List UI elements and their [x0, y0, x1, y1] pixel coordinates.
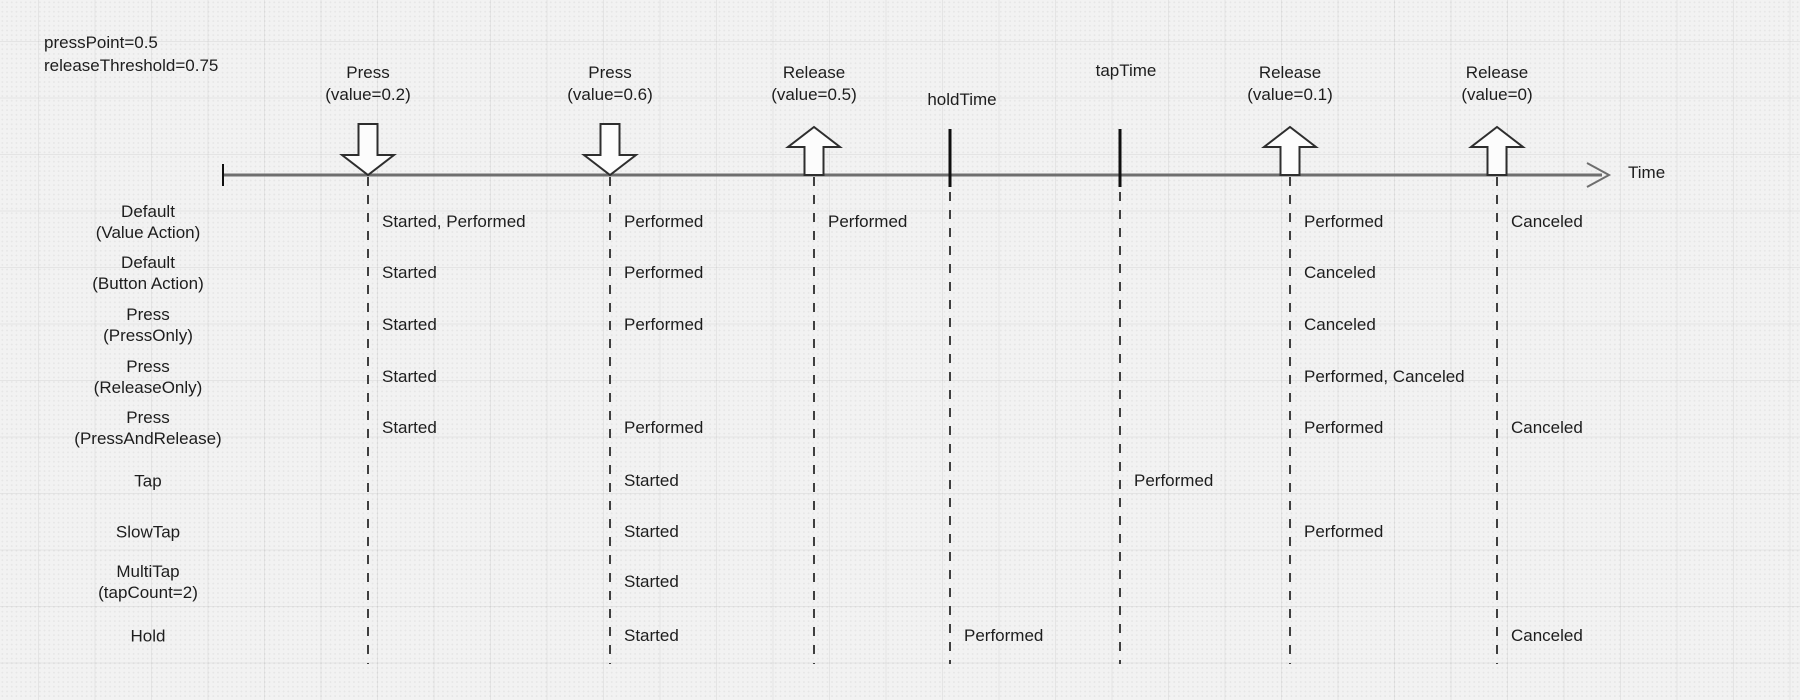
event-label-press-0-2-row-1: Started [382, 263, 437, 282]
release-up-arrow-icon-release-0 [1468, 125, 1526, 176]
event-label-release-0-1-row-0: Performed [1304, 212, 1384, 231]
event-label-tap-time-row-5: Performed [1134, 471, 1214, 490]
column-label-line: holdTime [927, 90, 997, 109]
column-label-press-0-2: Press (value=0.2) [325, 62, 411, 106]
column-label-line: Release [782, 63, 846, 82]
row-label-4: Press (PressAndRelease) [74, 407, 221, 449]
parameter-annotation: pressPoint=0.5 releaseThreshold=0.75 [44, 31, 218, 77]
event-label-release-0-row-8: Canceled [1511, 626, 1583, 645]
row-label-line: (PressOnly) [103, 326, 193, 345]
press-down-arrow-icon-press-0-2 [339, 123, 397, 177]
row-label-line: MultiTap [116, 562, 180, 581]
event-label-release-0-row-0: Canceled [1511, 212, 1583, 231]
event-label-press-0-6-row-5: Started [624, 471, 679, 490]
row-label-line: (PressAndRelease) [74, 429, 222, 448]
press-point-parameter: pressPoint=0.5 [44, 33, 158, 52]
release-up-arrow-icon-release-0-5 [785, 125, 843, 176]
row-label-line: Press [126, 408, 170, 427]
row-label-0: Default (Value Action) [96, 201, 201, 243]
row-label-line: SlowTap [115, 522, 181, 542]
event-label-press-0-2-row-3: Started [382, 367, 437, 386]
event-label-press-0-6-row-6: Started [624, 522, 679, 541]
event-label-press-0-2-row-2: Started [382, 315, 437, 334]
row-label-line: (ReleaseOnly) [93, 378, 203, 397]
row-label-2: Press (PressOnly) [103, 304, 193, 346]
row-label-1: Default (Button Action) [92, 252, 204, 294]
column-label-line: (value=0.2) [325, 85, 411, 104]
release-up-arrow-icon-release-0-1 [1261, 125, 1319, 176]
time-axis-arrowhead-icon [1586, 162, 1612, 188]
column-label-line: (value=0.6) [567, 85, 653, 104]
event-label-release-0-5-row-0: Performed [828, 212, 908, 231]
event-label-press-0-6-row-4: Performed [624, 418, 704, 437]
row-label-line: Press [126, 357, 170, 376]
column-label-release-0-5: Release (value=0.5) [771, 62, 857, 106]
row-label-3: Press (ReleaseOnly) [94, 356, 203, 398]
column-label-release-0: Release (value=0) [1461, 62, 1532, 106]
event-label-release-0-1-row-1: Canceled [1304, 263, 1376, 282]
press-down-arrow-icon-press-0-6 [581, 123, 639, 177]
row-label-line: (Value Action) [95, 223, 201, 242]
row-label-7: MultiTap (tapCount=2) [98, 561, 198, 603]
column-label-line: Press [588, 63, 632, 82]
row-label-line: Default [121, 253, 175, 272]
event-label-release-0-1-row-6: Performed [1304, 522, 1384, 541]
event-label-press-0-6-row-0: Performed [624, 212, 704, 231]
event-label-press-0-6-row-8: Started [624, 626, 679, 645]
column-label-press-0-6: Press (value=0.6) [567, 62, 653, 106]
column-label-hold-time: holdTime [927, 89, 996, 111]
event-label-press-0-2-row-0: Started, Performed [382, 212, 526, 231]
column-label-line: Release [1465, 63, 1529, 82]
column-label-line: (value=0.1) [1247, 85, 1333, 104]
event-label-release-0-1-row-4: Performed [1304, 418, 1384, 437]
row-label-line: (Button Action) [92, 274, 204, 293]
event-label-press-0-6-row-2: Performed [624, 315, 704, 334]
event-label-press-0-6-row-1: Performed [624, 263, 704, 282]
row-label-5: Tap [134, 471, 161, 492]
row-label-line: (tapCount=2) [98, 583, 198, 602]
event-label-press-0-6-row-7: Started [624, 572, 679, 591]
row-label-6: SlowTap [116, 522, 180, 543]
column-label-line: tapTime [1095, 61, 1157, 80]
event-label-hold-time-row-8: Performed [964, 626, 1044, 645]
row-label-line: Tap [134, 471, 162, 491]
time-axis-label: Time [1628, 163, 1666, 182]
release-threshold-parameter: releaseThreshold=0.75 [44, 56, 219, 75]
row-label-line: Default [121, 202, 175, 221]
event-label-press-0-2-row-4: Started [382, 418, 437, 437]
event-label-release-0-1-row-3: Performed, Canceled [1304, 367, 1465, 386]
row-label-line: Hold [130, 626, 166, 646]
column-label-line: (value=0) [1461, 85, 1533, 104]
column-label-release-0-1: Release (value=0.1) [1247, 62, 1333, 106]
row-label-line: Press [126, 305, 170, 324]
column-label-line: Press [346, 63, 390, 82]
column-label-line: (value=0.5) [771, 85, 857, 104]
column-label-line: Release [1258, 63, 1322, 82]
row-label-8: Hold [131, 626, 166, 647]
column-label-tap-time: tapTime [1096, 60, 1157, 82]
event-label-release-0-row-4: Canceled [1511, 418, 1583, 437]
event-label-release-0-1-row-2: Canceled [1304, 315, 1376, 334]
